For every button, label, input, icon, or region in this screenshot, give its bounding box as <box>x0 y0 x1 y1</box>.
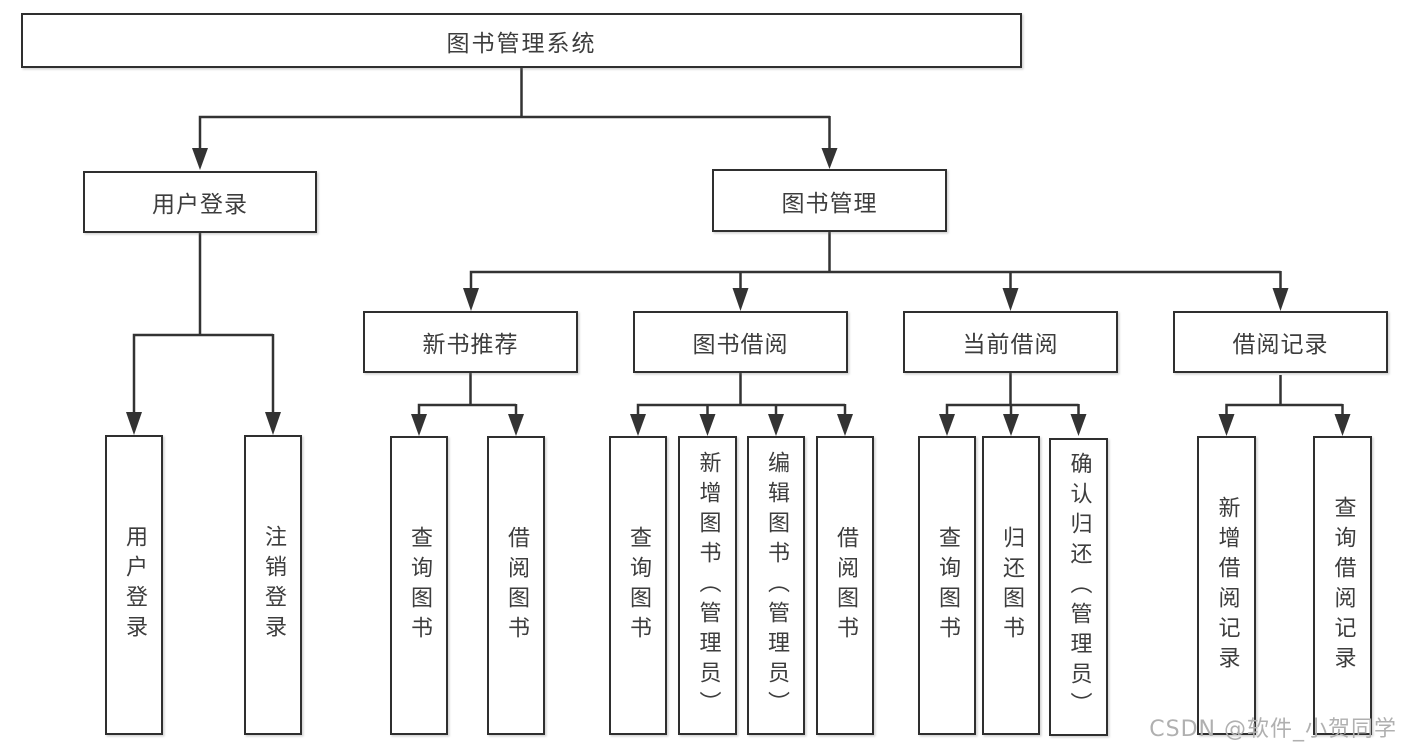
leaf-confirm-return-admin: 确认归还（管理员） <box>1049 438 1108 736</box>
node-current-borrow: 当前借阅 <box>903 311 1118 373</box>
node-book-borrow: 图书借阅 <box>633 311 848 373</box>
node-new-book-recommend: 新书推荐 <box>363 311 578 373</box>
node-book-management: 图书管理 <box>712 169 947 232</box>
connector-current-to-leaves <box>939 373 1087 436</box>
connector-records-to-leaves <box>1218 375 1351 436</box>
leaf-add-borrow-record: 新增借阅记录 <box>1197 436 1256 735</box>
leaf-add-books-admin: 新增图书（管理员） <box>678 436 737 735</box>
leaf-query-books-2: 查询图书 <box>609 436 667 735</box>
connector-borrow-to-leaves <box>630 373 853 436</box>
leaf-query-books: 查询图书 <box>390 436 448 735</box>
leaf-user-login: 用户登录 <box>105 435 163 735</box>
leaf-return-books: 归还图书 <box>982 436 1040 735</box>
connector-newbooks-to-leaves <box>411 373 524 436</box>
leaf-borrow-books: 借阅图书 <box>487 436 545 735</box>
leaf-logout: 注销登录 <box>244 435 302 735</box>
connector-userlogin-to-leaves <box>126 233 281 435</box>
csdn-watermark: CSDN @软件_小贺同学 <box>1149 717 1397 742</box>
node-borrow-records: 借阅记录 <box>1173 311 1388 373</box>
connector-root-to-level2 <box>192 68 838 170</box>
leaf-query-books-3: 查询图书 <box>918 436 976 735</box>
connector-bookmgmt-to-level3 <box>463 232 1289 311</box>
node-user-login: 用户登录 <box>83 171 317 233</box>
leaf-borrow-books-2: 借阅图书 <box>816 436 874 735</box>
leaf-query-borrow-record: 查询借阅记录 <box>1313 436 1372 735</box>
leaf-edit-books-admin: 编辑图书（管理员） <box>747 436 805 735</box>
node-root: 图书管理系统 <box>21 13 1022 68</box>
